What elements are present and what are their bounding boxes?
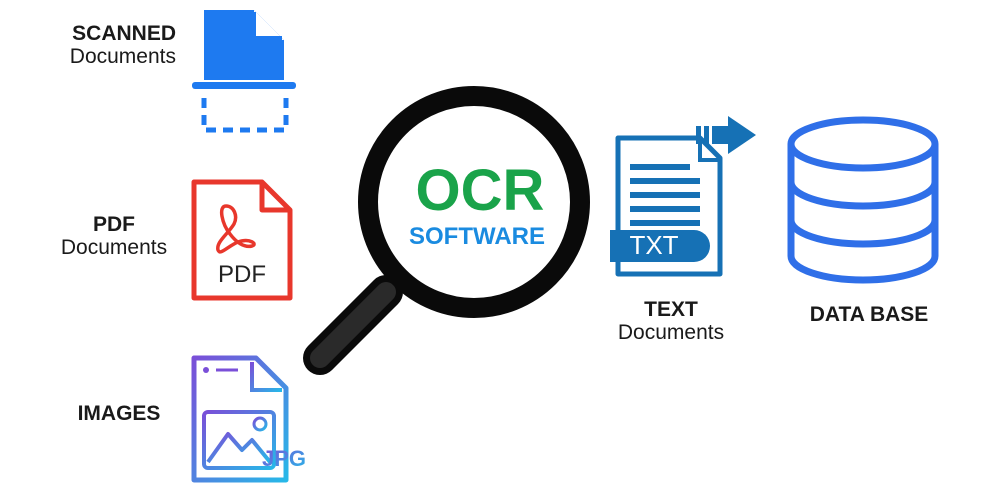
pdf-icon-text: PDF [218,261,266,288]
database-label: DATA BASE [784,303,954,326]
ocr-title: OCR [416,158,545,223]
scanned-title: SCANNED [72,22,176,45]
images-label: IMAGES [54,402,184,425]
jpg-image-file-icon: JPG [191,355,306,483]
pdf-label: PDF Documents [44,213,184,259]
scanned-subtitle: Documents [69,45,176,69]
arrow-right-icon [696,116,756,154]
text-doc-title: TEXT [644,298,698,321]
database-title: DATA BASE [809,303,929,326]
jpg-icon-text: JPG [262,446,306,471]
acrobat-icon [216,204,256,254]
text-doc-label: TEXT Documents [596,298,746,344]
txt-file-icon: TXT [610,135,723,277]
pdf-subtitle: Documents [60,236,168,260]
pdf-title: PDF [93,213,135,236]
database-icon [787,116,939,284]
txt-icon-text: TXT [629,230,678,260]
scanner-document-icon [192,10,296,133]
images-title: IMAGES [77,402,161,425]
scanned-label: SCANNED Documents [40,22,176,68]
pdf-file-icon: PDF [191,179,293,301]
ocr-subtitle: SOFTWARE [409,223,545,250]
text-doc-subtitle: Documents [617,321,725,345]
magnifying-glass-icon: OCR SOFTWARE [303,86,590,375]
